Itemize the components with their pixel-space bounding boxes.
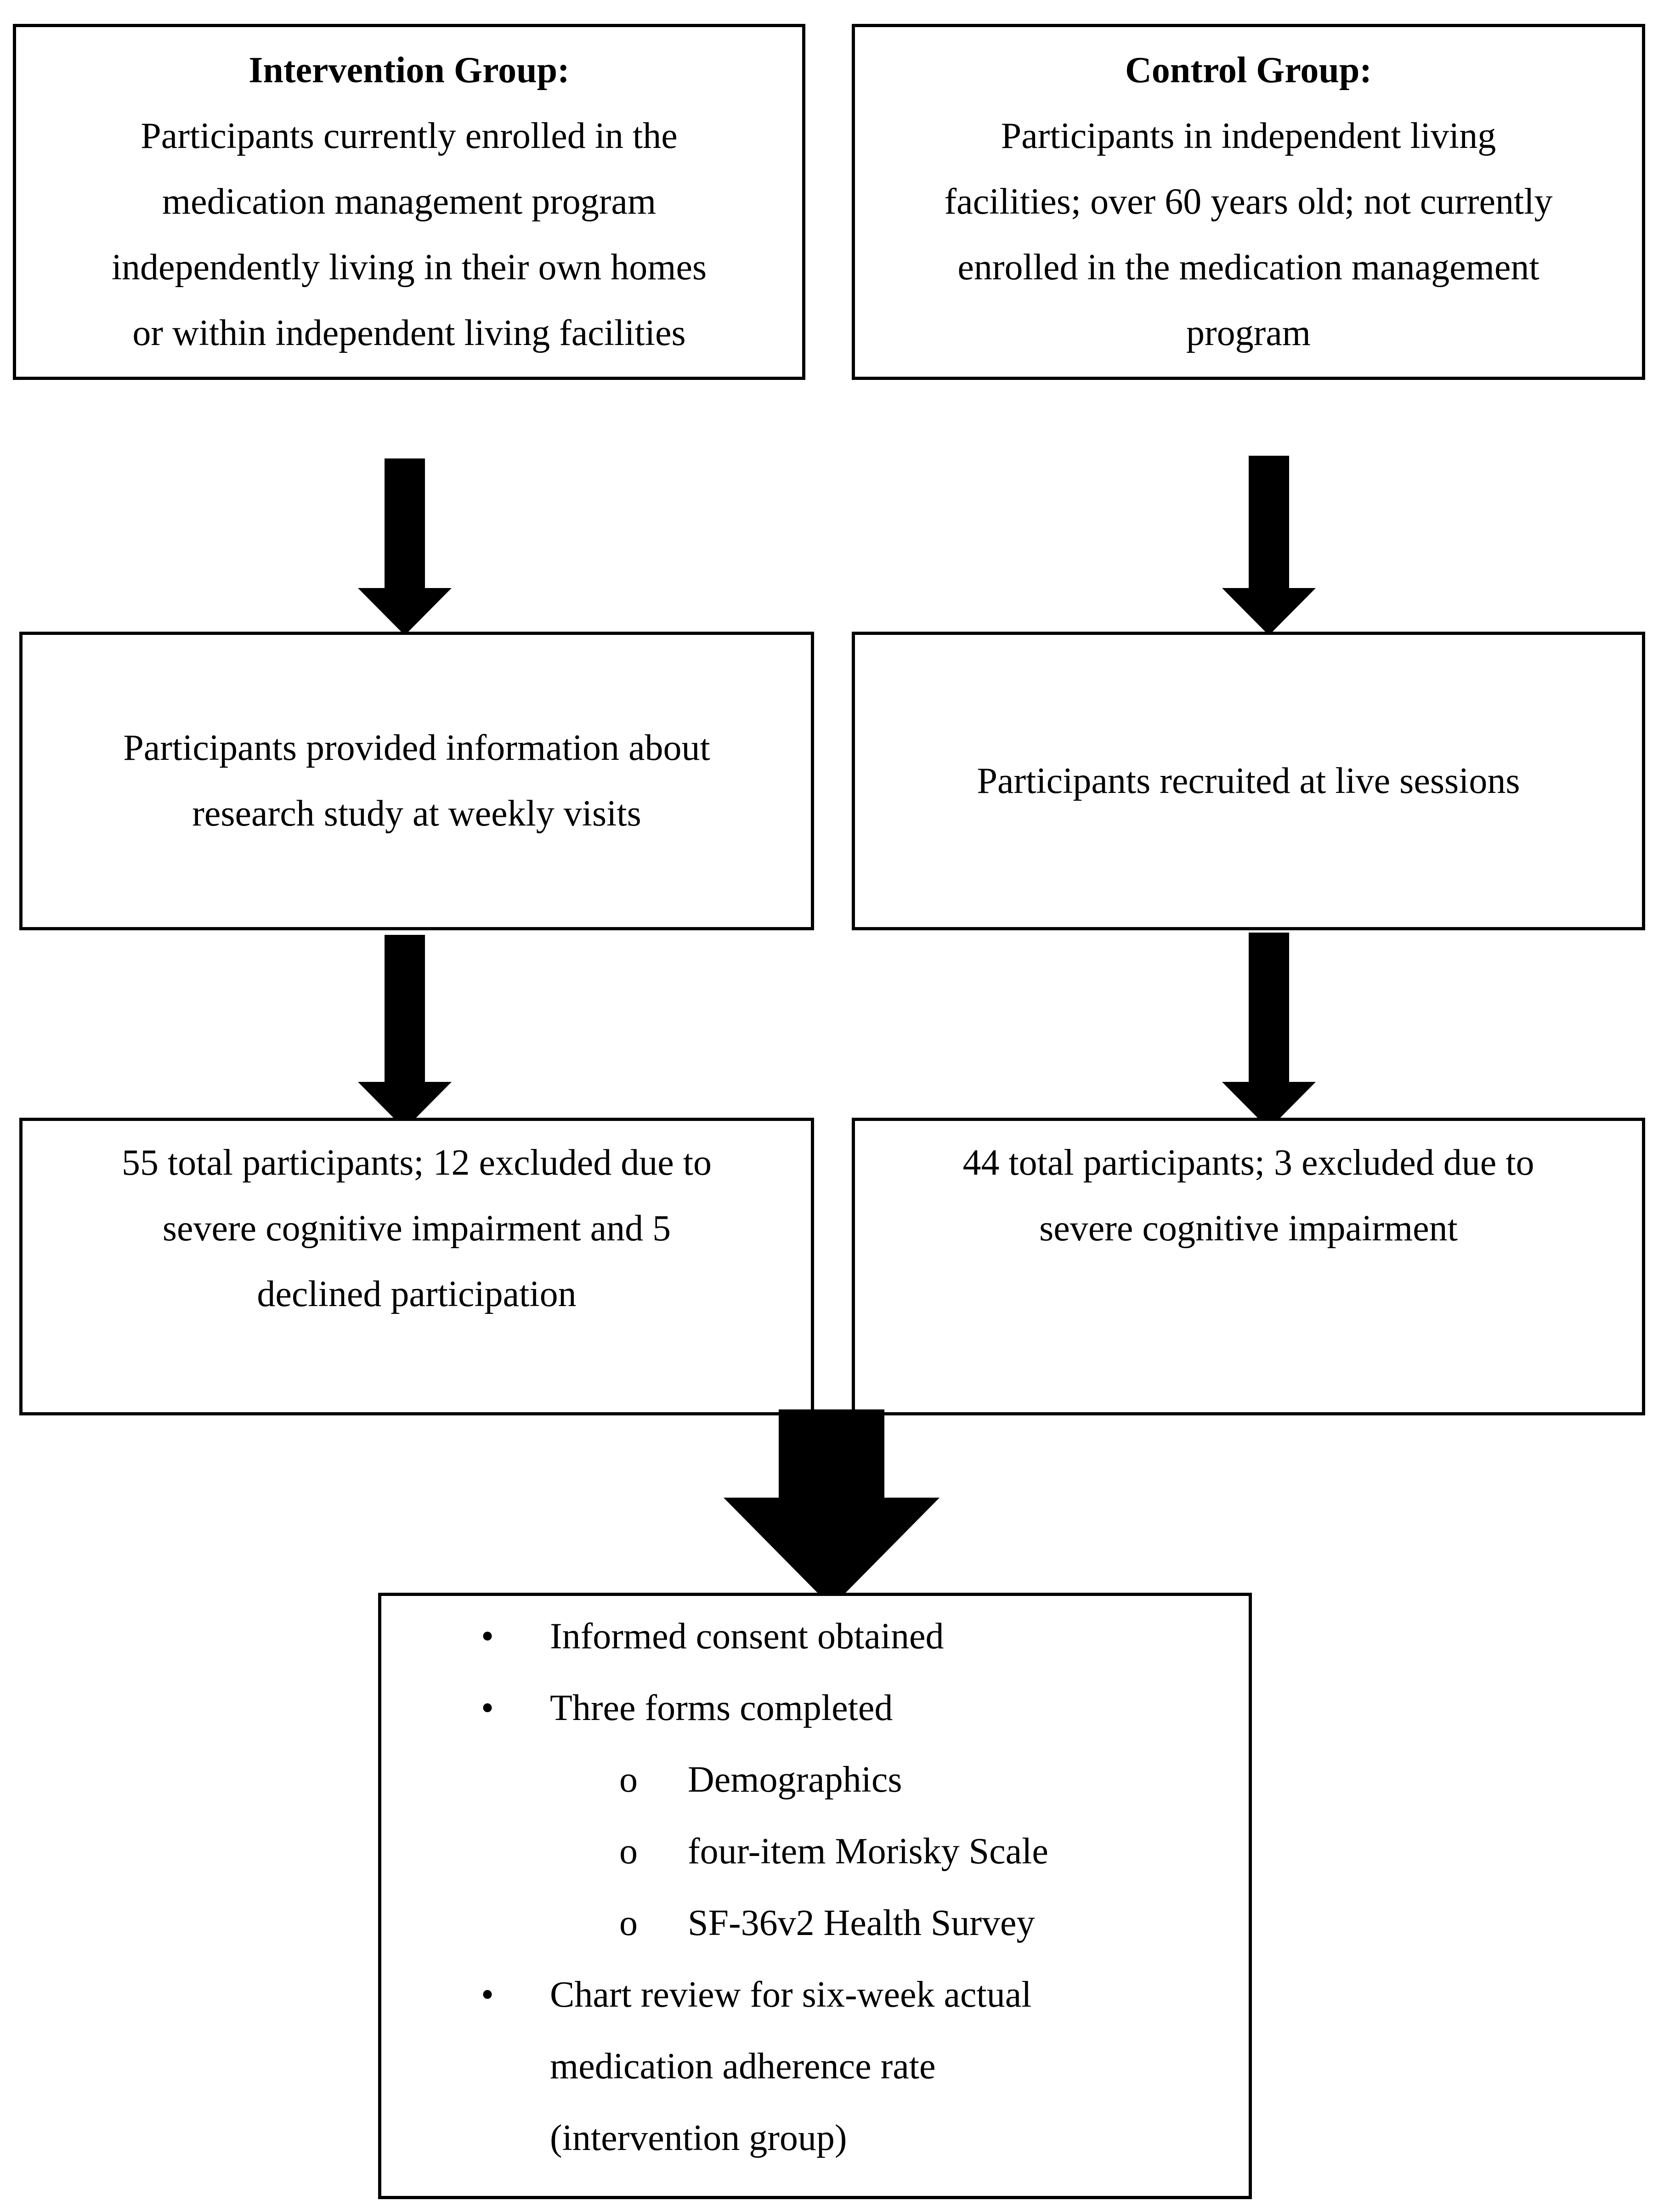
intervention-description-line: Participants currently enrolled in the	[141, 116, 678, 156]
intervention-recruitment-line: research study at weekly visits	[192, 793, 641, 834]
bullet-icon: •	[481, 1974, 494, 2015]
intervention-enrollment-line: severe cognitive impairment and 5	[162, 1208, 671, 1249]
procedure-sub-item: o SF-36v2 Health Survey	[381, 1887, 1249, 1959]
intervention-recruitment-line: Participants provided information about	[123, 728, 710, 768]
hollow-bullet-icon: o	[619, 1903, 638, 1943]
intervention-group-box: Intervention Group: Participants current…	[13, 24, 805, 380]
procedures-box: • Informed consent obtained • Three form…	[378, 1593, 1252, 2199]
control-enrollment-line: severe cognitive impairment	[1039, 1208, 1458, 1249]
procedure-item-label: medication adherence rate	[550, 2046, 936, 2087]
procedure-sub-item: o Demographics	[381, 1744, 1249, 1816]
intervention-description-line: independently living in their own homes	[111, 247, 707, 288]
control-description-line: enrolled in the medication management	[957, 247, 1539, 288]
intervention-enrollment-line: 55 total participants; 12 excluded due t…	[121, 1143, 712, 1183]
procedure-item-label: (intervention group)	[550, 2118, 847, 2158]
hollow-bullet-icon: o	[619, 1831, 638, 1872]
arrow-merge	[724, 1409, 940, 1607]
procedure-item-label: Informed consent obtained	[550, 1616, 944, 1657]
arrow-control-2	[1222, 933, 1316, 1129]
procedure-item: • Chart review for six-week actual medic…	[381, 1959, 1249, 2174]
control-description-line: program	[1186, 313, 1311, 353]
arrow-control-1	[1222, 456, 1316, 635]
control-recruitment-line: Participants recruited at live sessions	[977, 760, 1520, 801]
bullet-icon: •	[481, 1688, 494, 1728]
control-enrollment-box: 44 total participants; 3 excluded due to…	[852, 1118, 1645, 1415]
intervention-recruitment-box: Participants provided information about …	[19, 632, 814, 930]
procedure-item: • Informed consent obtained	[381, 1601, 1249, 1672]
arrow-intervention-2	[358, 935, 452, 1129]
arrow-intervention-1	[358, 458, 452, 635]
hollow-bullet-icon: o	[619, 1759, 638, 1800]
procedure-sub-item: o four-item Morisky Scale	[381, 1816, 1249, 1887]
control-description-line: Participants in independent living	[1001, 116, 1496, 156]
procedure-item: • Three forms completed	[381, 1672, 1249, 1744]
control-group-title: Control Group:	[1125, 50, 1372, 91]
control-group-box: Control Group: Participants in independe…	[852, 24, 1645, 380]
intervention-enrollment-line: declined participation	[257, 1274, 577, 1314]
procedure-sub-item-label: Demographics	[688, 1759, 902, 1800]
bullet-icon: •	[481, 1616, 494, 1657]
control-description-line: facilities; over 60 years old; not curre…	[944, 181, 1553, 222]
procedure-item-label: Chart review for six-week actual	[550, 1974, 1032, 2015]
intervention-description-line: or within independent living facilities	[132, 313, 686, 353]
intervention-description-line: medication management program	[162, 181, 657, 222]
procedure-sub-item-label: four-item Morisky Scale	[688, 1831, 1048, 1872]
control-enrollment-line: 44 total participants; 3 excluded due to	[962, 1143, 1534, 1183]
procedure-item-label: Three forms completed	[550, 1688, 893, 1728]
intervention-group-title: Intervention Group:	[249, 50, 570, 91]
control-recruitment-box: Participants recruited at live sessions	[852, 632, 1645, 930]
procedure-sub-item-label: SF-36v2 Health Survey	[688, 1903, 1035, 1943]
intervention-enrollment-box: 55 total participants; 12 excluded due t…	[19, 1118, 814, 1415]
